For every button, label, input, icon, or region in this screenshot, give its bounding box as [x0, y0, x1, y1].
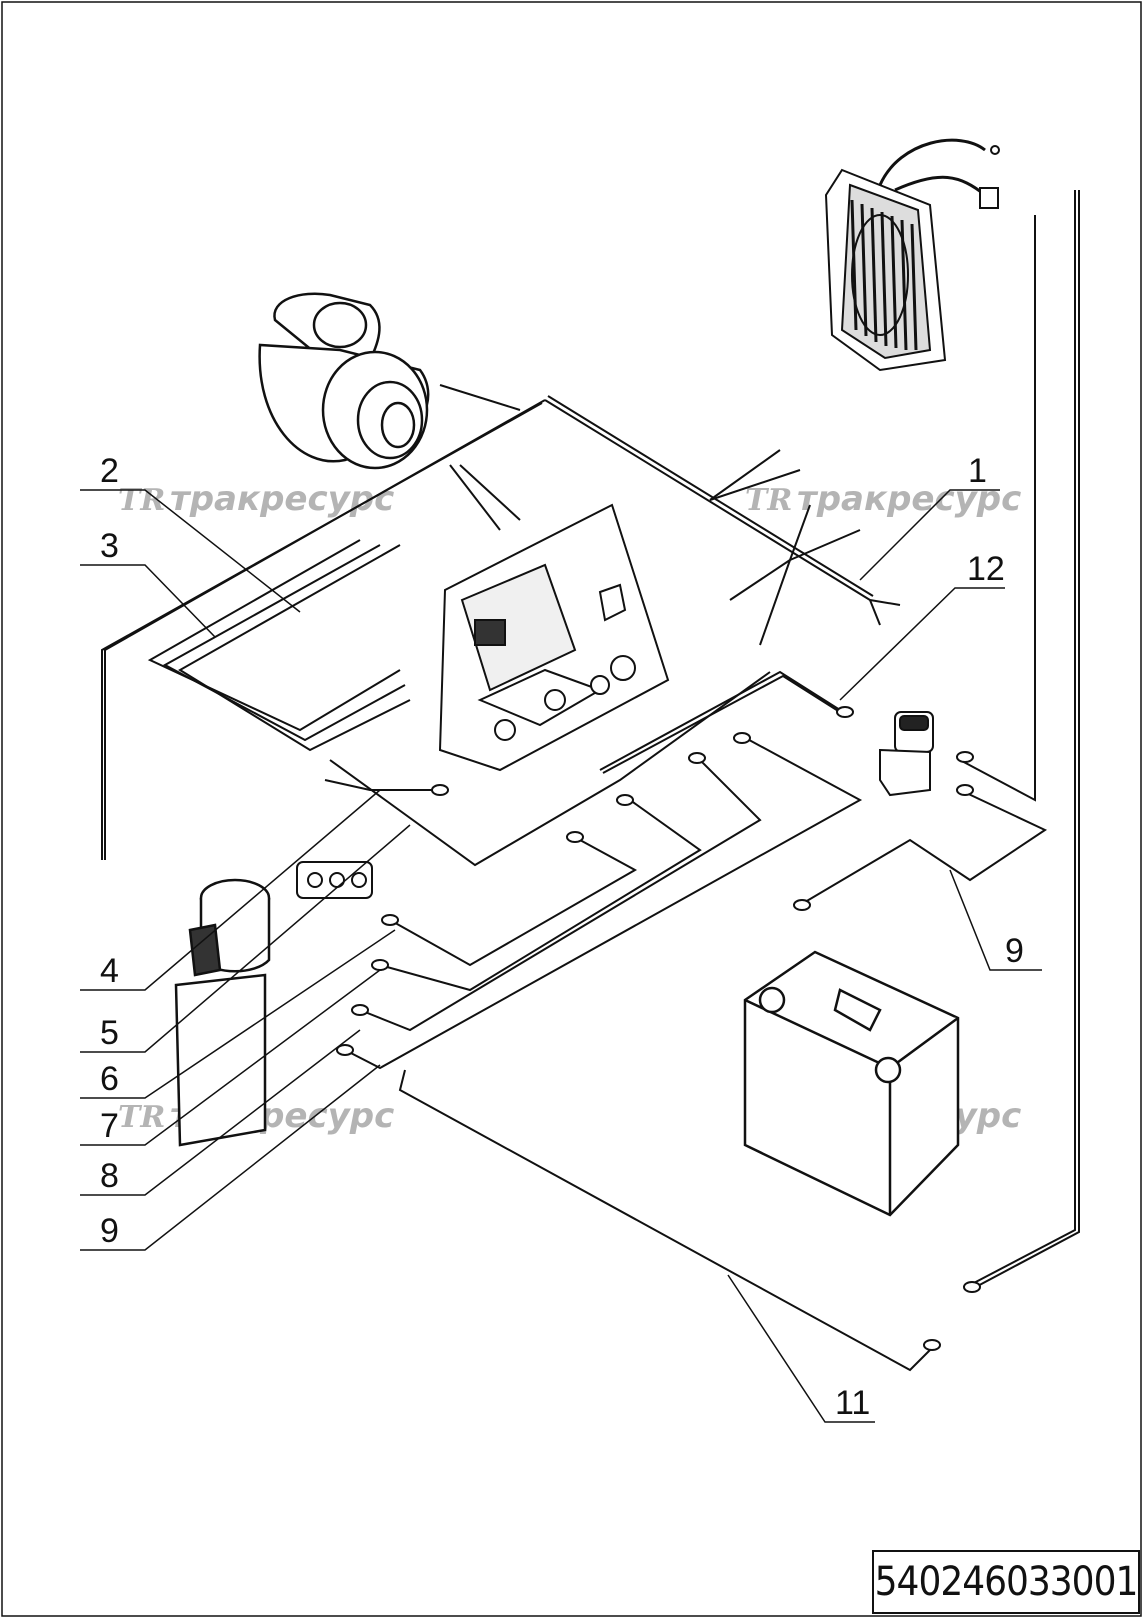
callout-5: 5 [100, 1014, 119, 1052]
ring-terminals [336, 706, 981, 1351]
callout-1: 1 [968, 452, 987, 490]
key-switch [879, 711, 934, 797]
switch-plate [296, 861, 373, 899]
callout-11: 11 [835, 1384, 870, 1422]
drawing-number: 540246033001 [874, 1559, 1139, 1605]
drawing-number-box: 540246033001 [872, 1550, 1140, 1614]
callout-6: 6 [100, 1060, 119, 1098]
leader-lines [80, 489, 1042, 1423]
svg-text:тракресурс: тракресурс [797, 479, 1021, 519]
callout-2: 2 [100, 452, 119, 490]
callout-9-left: 9 [100, 1212, 119, 1250]
controller-panel [438, 503, 670, 772]
callout-9-right: 9 [1005, 932, 1024, 970]
pump-motor [174, 878, 271, 1147]
callout-labels: 1 2 3 12 4 9 5 6 7 8 9 11 [100, 452, 1024, 1422]
callout-8: 8 [100, 1157, 119, 1195]
callout-4: 4 [100, 952, 119, 990]
svg-text:тракресурс: тракресурс [170, 479, 394, 519]
svg-text:TR: TR [745, 483, 792, 518]
battery [743, 950, 960, 1217]
callout-3: 3 [100, 527, 119, 565]
svg-text:TR: TR [118, 1100, 165, 1135]
drive-motor [258, 292, 430, 470]
cables [101, 190, 1080, 1372]
callout-12: 12 [967, 550, 1005, 588]
watermark-top-left: TR тракресурс [118, 479, 394, 519]
charger-unit [824, 138, 1000, 372]
callout-7: 7 [100, 1107, 119, 1145]
watermark-top-right: TR тракресурс [745, 479, 1021, 519]
